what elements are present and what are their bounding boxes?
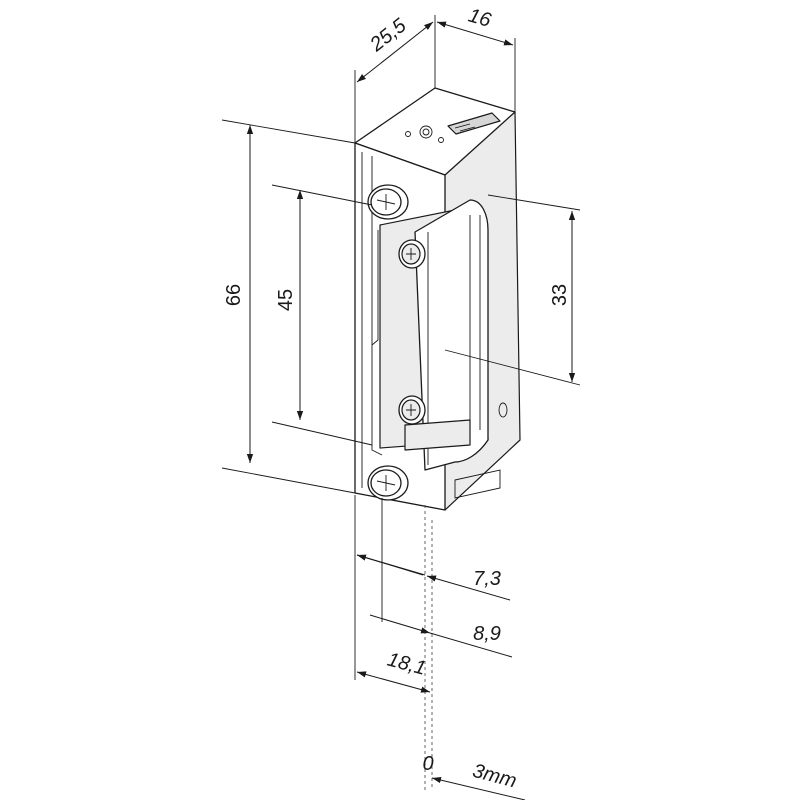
hex-socket-screw-icon xyxy=(398,395,426,425)
adjustment-range: 3mm xyxy=(470,760,519,793)
hex-socket-screw-icon xyxy=(398,239,426,269)
electric-strike-body xyxy=(354,87,521,511)
phillips-screw-icon xyxy=(367,184,409,220)
phillips-screw-icon xyxy=(367,465,409,501)
dimension-offset-c: 18,1 xyxy=(385,649,428,680)
dimension-latch-height: 33 xyxy=(549,284,571,306)
dimension-height-total: 66 xyxy=(223,284,245,306)
dimension-width: 16 xyxy=(466,5,494,33)
adjustment-zero: 0 xyxy=(422,753,433,775)
dimension-offset-b: 8,9 xyxy=(473,623,501,645)
dimension-depth: 25,5 xyxy=(365,14,411,56)
dimension-offset-a: 7,3 xyxy=(473,568,501,590)
dimension-screw-spacing: 45 xyxy=(275,289,297,311)
